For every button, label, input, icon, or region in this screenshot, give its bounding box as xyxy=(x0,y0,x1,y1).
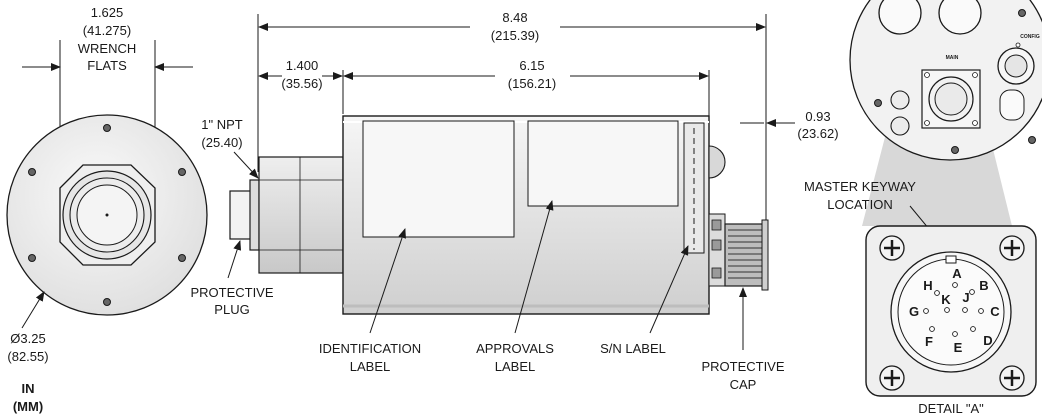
dia-dim-mm: (82.55) xyxy=(7,349,48,364)
main-connector-inner xyxy=(934,82,968,116)
npt-leader xyxy=(233,151,259,179)
plug-dim: 1.400 xyxy=(286,58,319,73)
identification-label-area xyxy=(362,120,515,238)
rear-bolt-right xyxy=(1028,136,1036,144)
id-leader xyxy=(369,228,406,334)
sn-label: S/N LABEL xyxy=(600,341,666,356)
pin-label-e: E xyxy=(954,340,963,355)
pin-hole-c xyxy=(978,308,984,314)
end-boss-2 xyxy=(711,239,722,251)
rear-port-right xyxy=(938,0,982,35)
rear-tag xyxy=(999,89,1025,121)
keyway-label-2: LOCATION xyxy=(827,197,893,212)
pin-label-k: K xyxy=(941,292,951,307)
overall-dim-mm: (215.39) xyxy=(491,28,539,43)
screw-bottom-left xyxy=(879,365,905,391)
wrench-dim-mm: (41.275) xyxy=(83,23,131,38)
npt-fitting xyxy=(258,156,344,274)
center-point xyxy=(105,213,109,217)
pin-label-a: A xyxy=(952,266,962,281)
id-label-1: IDENTIFICATION xyxy=(319,341,421,356)
overall-dim: 8.48 xyxy=(502,10,527,25)
rear-port-left xyxy=(878,0,922,35)
npt-dim: 1" NPT xyxy=(201,117,243,132)
cap-knurl xyxy=(728,229,762,279)
master-keyway xyxy=(945,255,957,264)
detail-title: DETAIL "A" xyxy=(918,401,984,416)
disc-bolts xyxy=(28,124,186,306)
approvals-leader xyxy=(514,200,554,334)
cap-dim-mm: (23.62) xyxy=(797,126,838,141)
pin-holes xyxy=(923,282,984,337)
pin-hole-e xyxy=(952,331,958,337)
wrench-label-1: WRENCH xyxy=(78,41,137,56)
side-view: 8.48 (215.39) 1.400 (35.56) 6.15 (156.21… xyxy=(190,10,838,392)
sn-leader xyxy=(649,245,689,334)
dia-dim: Ø3.25 xyxy=(10,331,45,346)
pin-hole-k xyxy=(944,307,950,313)
dia-leader xyxy=(21,291,45,329)
rear-bolt-left xyxy=(874,99,882,107)
approvals-label-2: LABEL xyxy=(495,359,535,374)
approvals-label-area xyxy=(527,120,679,207)
plug-collar xyxy=(249,179,260,251)
wrench-label-2: FLATS xyxy=(87,58,127,73)
pin-hole-d xyxy=(970,326,976,332)
pin-hole-j xyxy=(962,307,968,313)
rear-bolt-bottom xyxy=(951,146,959,154)
keyway-label-1: MASTER KEYWAY xyxy=(804,179,916,194)
top-dome xyxy=(708,145,726,179)
config-label: CONFIG xyxy=(1020,34,1040,40)
rear-end-view: CONFIG MAIN xyxy=(849,0,1042,226)
flange-screws xyxy=(924,72,978,126)
end-boss-3 xyxy=(711,267,722,279)
detail-projection xyxy=(862,137,1012,226)
pin-hole-h xyxy=(934,290,940,296)
plug-leader xyxy=(227,240,242,279)
id-label-2: LABEL xyxy=(350,359,390,374)
pin-label-c: C xyxy=(990,304,1000,319)
rear-bolt-top xyxy=(1018,9,1026,17)
plug-label-1: PROTECTIVE xyxy=(190,285,273,300)
screw-bottom-right xyxy=(999,365,1025,391)
front-end-view: 1.625 (41.275) WRENCH FLATS Ø3.25 (82.55… xyxy=(6,5,208,414)
pin-label-g: G xyxy=(909,304,919,319)
config-connector-inner xyxy=(1004,54,1028,78)
main-label: MAIN xyxy=(946,55,959,61)
pin-label-b: B xyxy=(979,278,988,293)
pin-label-d: D xyxy=(983,333,992,348)
pin-hole-g xyxy=(923,308,929,314)
plug-dim-mm: (35.56) xyxy=(281,76,322,91)
units-in: IN xyxy=(22,381,35,396)
config-dot xyxy=(1015,42,1021,48)
screw-top-right xyxy=(999,235,1025,261)
protective-cap xyxy=(724,223,766,287)
detail-a: MASTER KEYWAY LOCATION xyxy=(804,179,1037,416)
pin-hole-a xyxy=(952,282,958,288)
units-mm: (MM) xyxy=(13,399,43,414)
cap-dim: 0.93 xyxy=(805,109,830,124)
screw-top-left xyxy=(879,235,905,261)
pin-hole-b xyxy=(969,289,975,295)
npt-dim-mm: (25.40) xyxy=(201,135,242,150)
plug-label-2: PLUG xyxy=(214,302,249,317)
detail-screws xyxy=(879,235,1025,391)
body-dim-mm: (156.21) xyxy=(508,76,556,91)
pin-label-f: F xyxy=(925,334,933,349)
pin-label-h: H xyxy=(923,278,932,293)
cap-label-1: PROTECTIVE xyxy=(701,359,784,374)
cap-rim xyxy=(761,219,769,291)
body-dim: 6.15 xyxy=(519,58,544,73)
pin-label-j: J xyxy=(962,290,969,305)
side-fitting-lower xyxy=(890,116,910,136)
wrench-dim: 1.625 xyxy=(91,5,124,20)
end-boss-1 xyxy=(711,219,722,231)
pin-hole-f xyxy=(929,326,935,332)
side-fitting-upper xyxy=(890,90,910,110)
cap-label-2: CAP xyxy=(730,377,757,392)
protective-plug xyxy=(229,190,253,240)
approvals-label-1: APPROVALS xyxy=(476,341,554,356)
